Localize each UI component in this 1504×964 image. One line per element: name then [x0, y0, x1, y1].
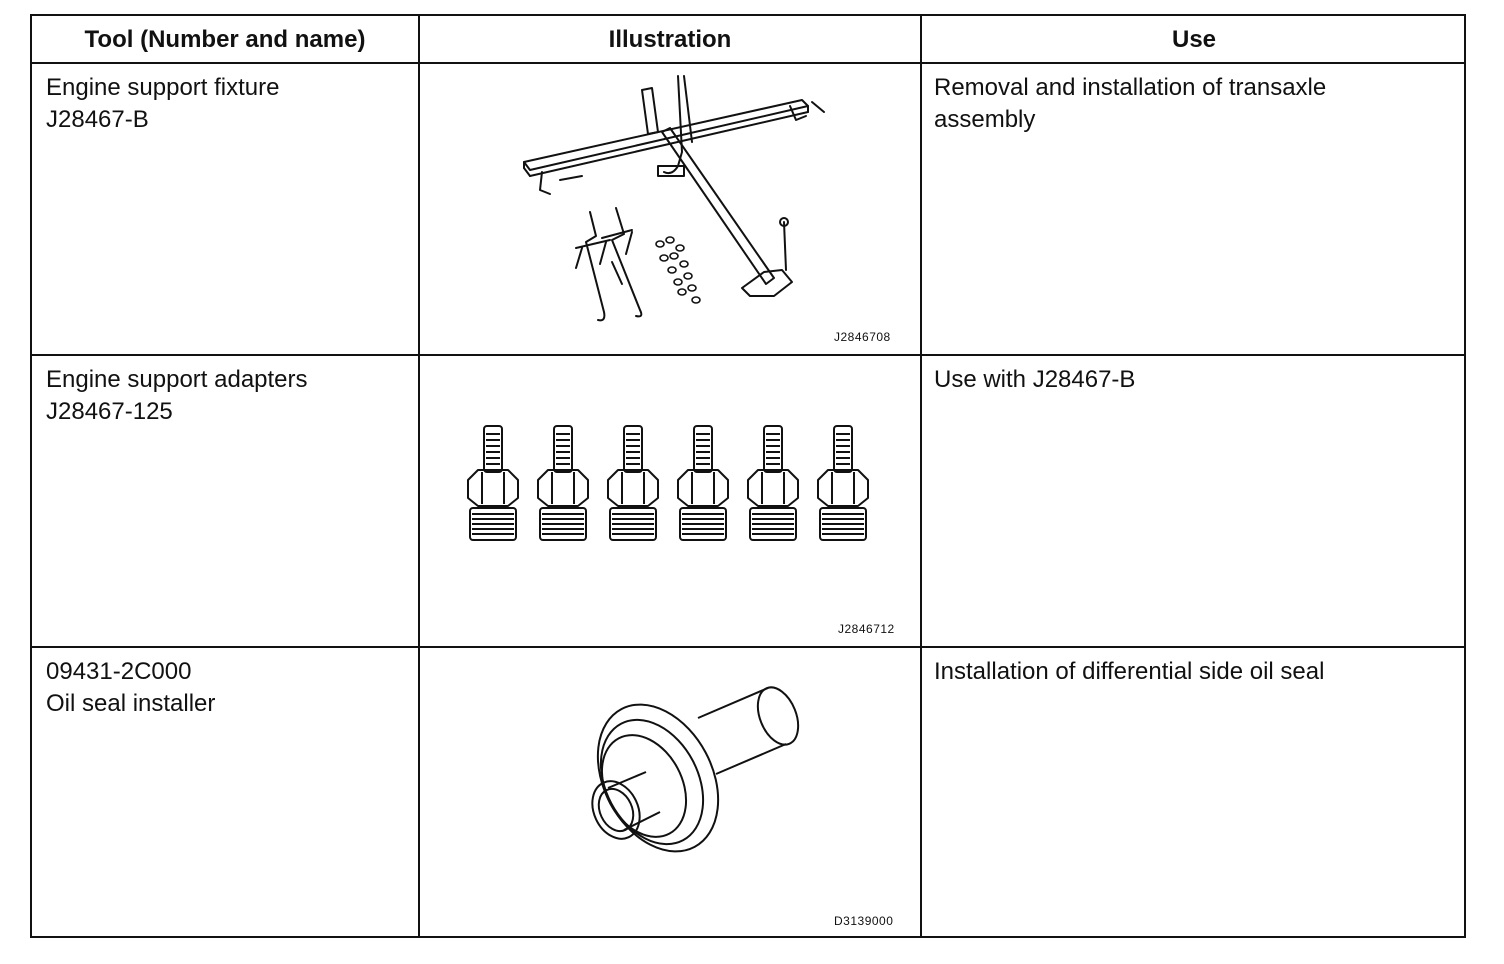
tool-use-cont: assembly: [934, 106, 1036, 133]
engine-support-fixture-illustration: [523, 75, 825, 322]
support-adapters-illustration: [467, 425, 869, 541]
figure-code: D3139000: [834, 914, 894, 928]
oil-seal-installer-illustration: [591, 686, 800, 853]
tool-number: J28467-125: [46, 398, 173, 425]
row-divider: [32, 354, 1464, 356]
header-illustration: Illustration: [608, 26, 732, 53]
header-tool: Tool (Number and name): [84, 26, 366, 53]
header-use: Use: [1171, 26, 1217, 53]
tool-name: Engine support fixture: [46, 74, 280, 101]
column-divider: [920, 16, 922, 936]
tool-name: Engine support adapters: [46, 366, 308, 393]
tool-number: 09431-2C000: [46, 658, 192, 685]
tool-table: Tool (Number and name) Illustration Use …: [30, 14, 1466, 938]
row-divider: [32, 646, 1464, 648]
tool-use: Removal and installation of transaxle: [934, 74, 1327, 101]
tool-name: Oil seal installer: [46, 690, 216, 717]
figure-code: J2846712: [838, 622, 895, 636]
column-divider: [418, 16, 420, 936]
figure-code: J2846708: [834, 330, 891, 344]
header-divider: [32, 62, 1464, 64]
tool-use: Installation of differential side oil se…: [934, 658, 1325, 685]
tool-use: Use with J28467-B: [934, 366, 1136, 393]
tool-number: J28467-B: [46, 106, 149, 133]
